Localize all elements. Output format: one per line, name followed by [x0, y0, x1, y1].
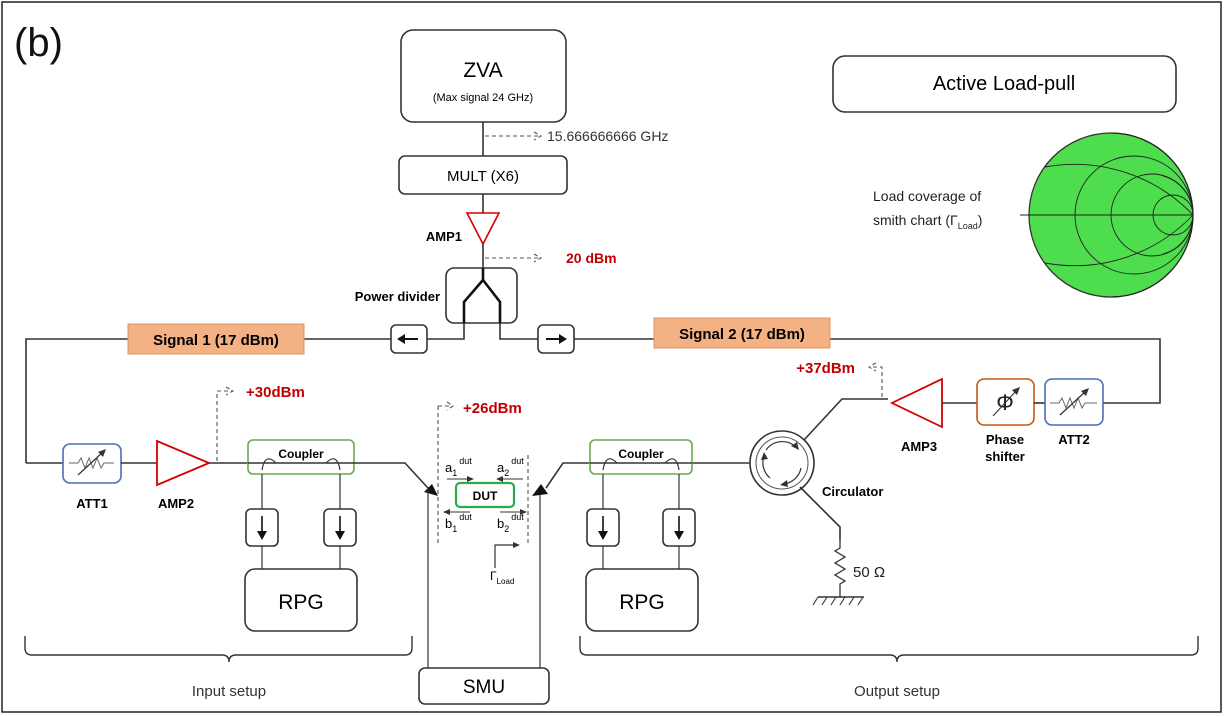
divider-branch-left	[462, 268, 485, 323]
a1-wave-label: a1dut	[445, 456, 472, 478]
b2-wave-label: b2dut	[497, 512, 524, 534]
dut-label: DUT	[473, 489, 498, 503]
output-rpg-label: RPG	[619, 591, 665, 614]
load-resistor-icon	[833, 540, 847, 597]
input-setup-brace	[24, 636, 413, 663]
amp3-icon	[889, 377, 943, 429]
zva-label: ZVA	[463, 59, 502, 82]
output-coupler-box	[589, 439, 693, 475]
input-receiver-b-arrow-icon	[335, 531, 345, 540]
att2-label: ATT2	[1058, 432, 1090, 447]
amp1-label: AMP1	[426, 229, 462, 244]
dut-output-arrow-icon	[532, 484, 548, 496]
signal1-label: Signal 1 (17 dBm)	[153, 332, 279, 349]
b2-arrow-icon	[520, 509, 527, 515]
a2-wave-label: a2dut	[497, 456, 524, 478]
b1-arrow-icon	[443, 509, 450, 515]
a1-arrow-icon	[467, 476, 474, 482]
dut-box	[454, 481, 516, 509]
gamma-pointer	[494, 544, 516, 568]
input-coupler-label: Coupler	[278, 447, 324, 461]
b1-wave-label: b1dut	[445, 512, 472, 534]
output-receiver-a-arrow-icon	[598, 531, 608, 540]
amp3-power: +37dBm	[796, 360, 855, 377]
power-divider-label: Power divider	[355, 289, 440, 304]
smu-label: SMU	[463, 677, 505, 698]
input-coupler-box	[247, 439, 355, 475]
amp1-icon	[465, 212, 501, 246]
input-rpg-label: RPG	[278, 591, 324, 614]
panel-label: (b)	[14, 21, 63, 65]
att2-resistor-icon	[1050, 396, 1097, 410]
frequency-label: 15.666666666 GHz	[547, 128, 668, 144]
output-rpg-box	[585, 568, 699, 632]
output-coupler-label: Coupler	[618, 447, 664, 461]
multiplier-label: MULT (X6)	[447, 168, 519, 185]
smith-caption-line2: smith chart (ΓLoad)	[873, 212, 982, 231]
dut-power: +26dBm	[463, 400, 522, 417]
output-receiver-b-arrow-icon	[674, 531, 684, 540]
isolator-left-arrow-icon	[397, 334, 405, 344]
gamma-load-label: ΓLoad	[490, 569, 514, 586]
amp3-power-pointer	[870, 366, 883, 397]
isolator-right-arrow-icon	[559, 334, 567, 344]
gamma-pointer-head-icon	[513, 542, 520, 548]
att1-label: ATT1	[76, 496, 108, 511]
a2-arrow-icon	[496, 476, 503, 482]
load-label: 50 Ω	[853, 564, 885, 581]
active-load-pull-title: Active Load-pull	[933, 73, 1075, 95]
amp1-power-pointer-head	[533, 253, 543, 263]
att1-arrow-icon	[98, 449, 106, 457]
output-setup-brace	[579, 636, 1199, 663]
amp3-power-pointer-head	[867, 362, 877, 372]
input-setup-label: Input setup	[192, 683, 266, 700]
smith-caption-line1: Load coverage of	[873, 188, 981, 204]
att2-arrow-icon	[1081, 388, 1089, 396]
divider-branch-right	[481, 279, 502, 323]
output-setup-label: Output setup	[854, 683, 940, 700]
freq-pointer-head	[533, 131, 543, 141]
input-rpg-box	[244, 568, 358, 632]
signal2-label: Signal 2 (17 dBm)	[679, 326, 805, 343]
phase-shifter-label-1: Phase	[986, 432, 1024, 447]
wire-circulator-amp3	[803, 398, 888, 441]
phase-shifter-label-2: shifter	[985, 449, 1025, 464]
zva-subtitle: (Max signal 24 GHz)	[433, 92, 533, 104]
amp2-power-pointer	[216, 390, 232, 461]
amp2-label: AMP2	[158, 496, 194, 511]
amp3-label: AMP3	[901, 439, 937, 454]
circulator-label: Circulator	[822, 484, 883, 499]
wire-circulator-load	[799, 486, 841, 540]
smu-box	[418, 667, 550, 705]
phase-shifter-arrow-icon	[1012, 387, 1020, 395]
amp2-power-pointer-head	[225, 386, 235, 396]
wire-right-branch	[499, 323, 1161, 404]
wire-to-dut-left	[354, 462, 429, 489]
smith-chart	[1028, 132, 1194, 298]
signal2-box	[653, 317, 831, 349]
amp1-power: 20 dBm	[566, 250, 617, 266]
power-divider-box	[445, 267, 518, 324]
input-receiver-a-arrow-icon	[257, 531, 267, 540]
active-load-pull-box	[832, 55, 1177, 113]
amp2-power: +30dBm	[246, 384, 305, 401]
amp2-icon	[156, 439, 212, 487]
signal1-box	[127, 323, 305, 355]
